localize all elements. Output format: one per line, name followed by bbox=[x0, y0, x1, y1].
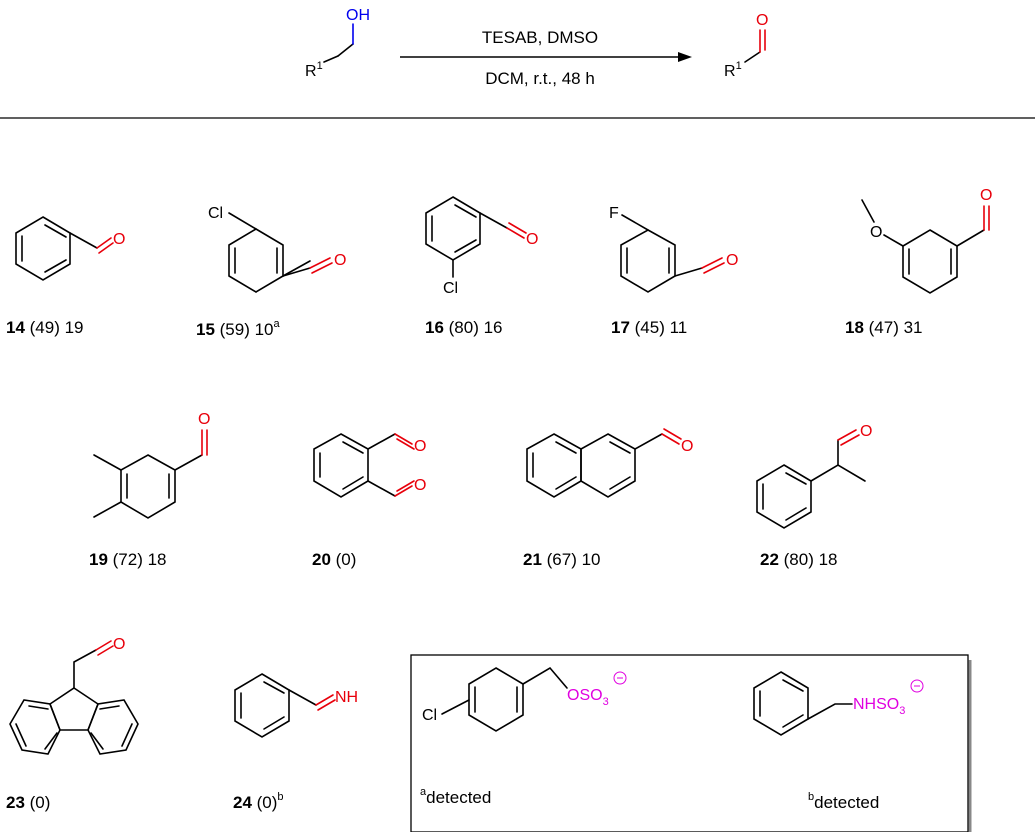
structure-18: O O bbox=[861, 187, 992, 294]
substrate-bond bbox=[337, 43, 354, 57]
oxygen-label: O bbox=[414, 438, 426, 455]
compound-label-19: 19 (72) 18 bbox=[89, 550, 167, 569]
compound-label-20: 20 (0) bbox=[312, 550, 356, 569]
oxygen-label: O bbox=[113, 231, 125, 248]
structure-22: O bbox=[756, 423, 872, 529]
footnote-a: adetected bbox=[420, 786, 491, 807]
oxygen-label: O bbox=[198, 411, 210, 428]
oxygen-label: O bbox=[980, 187, 992, 204]
footnote-box: Cl OSO3 NHSO3 adetected bdetected bbox=[410, 654, 972, 832]
reagent-line-1: TESAB, DMSO bbox=[482, 28, 598, 47]
substrate-r-label: R1 bbox=[305, 60, 323, 80]
compound-label-15: 15 (59) 10a bbox=[196, 318, 281, 339]
hydroxyl-label: OH bbox=[346, 7, 370, 24]
reaction-equation: OH R1 TESAB, DMSO DCM, r.t., 48 h R1 O bbox=[305, 7, 768, 88]
compound-label-21: 21 (67) 10 bbox=[523, 550, 601, 569]
sulfate-ester-label: OSO3 bbox=[567, 687, 609, 708]
oxygen-label: O bbox=[860, 423, 872, 440]
structure-24: NH bbox=[234, 673, 358, 738]
sulfamate-label: NHSO3 bbox=[853, 696, 905, 717]
structure-16: O Cl bbox=[425, 196, 538, 297]
oxygen-label: O bbox=[681, 438, 693, 455]
arrow-head bbox=[678, 52, 692, 62]
sulfamate-structure: NHSO3 bbox=[753, 671, 924, 736]
compound-label-24: 24 (0)b bbox=[233, 791, 284, 812]
structure-19: O bbox=[93, 411, 210, 519]
compound-label-23: 23 (0) bbox=[6, 793, 50, 812]
nh-label: NH bbox=[335, 689, 358, 706]
product-bond bbox=[744, 51, 761, 63]
oxygen-label: O bbox=[414, 477, 426, 494]
oxygen-label: O bbox=[334, 252, 346, 269]
structure-15: Cl O bbox=[208, 205, 346, 293]
sulfate-ester-structure: Cl OSO3 bbox=[422, 666, 627, 732]
fluorine-label: F bbox=[609, 205, 619, 222]
structure-17: F O bbox=[609, 205, 738, 293]
structure-20: O O bbox=[313, 433, 426, 498]
chlorine-label: Cl bbox=[422, 707, 437, 724]
structure-21: O bbox=[526, 428, 693, 498]
oxygen-label: O bbox=[870, 224, 882, 241]
chlorine-label: Cl bbox=[208, 205, 223, 222]
footnote-b: bdetected bbox=[808, 791, 879, 812]
compound-label-22: 22 (80) 18 bbox=[760, 550, 838, 569]
product-r-label: R1 bbox=[724, 60, 742, 80]
compound-label-18: 18 (47) 31 bbox=[845, 318, 923, 337]
compound-label-14: 14 (49) 19 bbox=[6, 318, 84, 337]
structure-23: O bbox=[9, 636, 139, 755]
negative-charge-icon bbox=[910, 679, 924, 693]
oxygen-label: O bbox=[526, 231, 538, 248]
negative-charge-icon bbox=[613, 671, 627, 685]
product-o-label: O bbox=[756, 12, 768, 29]
compound-label-16: 16 (80) 16 bbox=[425, 318, 503, 337]
substrate-r-bond bbox=[323, 55, 339, 63]
structure-14: O bbox=[15, 216, 125, 281]
compound-label-17: 17 (45) 11 bbox=[611, 318, 687, 337]
oxygen-label: O bbox=[113, 636, 125, 653]
reagent-line-2: DCM, r.t., 48 h bbox=[485, 69, 595, 88]
chlorine-label: Cl bbox=[443, 280, 458, 297]
oxygen-label: O bbox=[726, 252, 738, 269]
